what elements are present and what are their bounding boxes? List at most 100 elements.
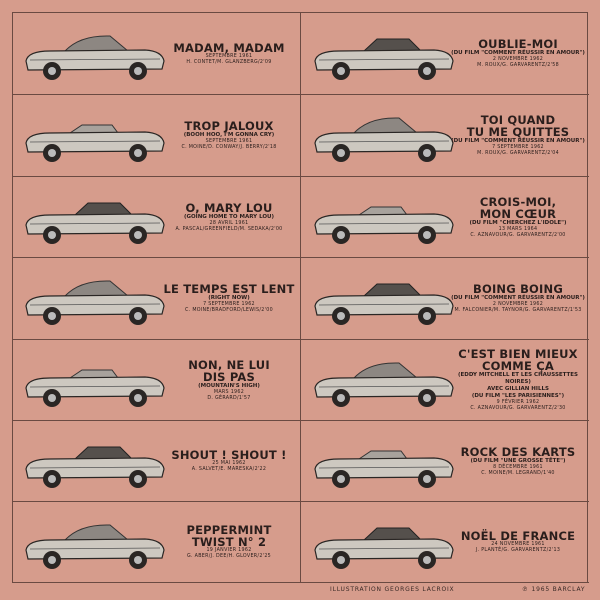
track-title: MON CŒUR	[479, 206, 557, 221]
track-date: 9 FÉVRIER 1962	[496, 400, 540, 405]
illustration-credit: ILLUSTRATION GEORGES LACROIX	[330, 586, 455, 593]
track-credits: M. ROUX/G. GARVARENTZ/2'04	[477, 151, 559, 156]
track-date: 7 SEPTEMBRE 1962	[203, 302, 255, 307]
track-subtitle: (BOOH HOO, I'M GONNA CRY)	[183, 132, 275, 138]
track-title: TU ME QUITTES	[466, 125, 570, 139]
track-date: 2 NOVEMBRE 1962	[492, 57, 544, 62]
track-date: 19 JANVIER 1962	[206, 548, 252, 553]
track-credits: G. ABER/J. DEE/H. GLOVER/2'25	[186, 554, 272, 559]
car-illustration	[309, 103, 457, 169]
track-title: O, MARY LOU	[185, 200, 273, 215]
track-title: PEPPERMINT	[186, 523, 272, 537]
track-cell: LE TEMPS EST LENT(RIGHT NOW)7 SEPTEMBRE …	[12, 258, 300, 340]
car-illustration	[20, 103, 168, 169]
track-title: TWIST N° 2	[191, 535, 267, 549]
track-title: BOING BOING	[473, 282, 563, 296]
track-cell: ROCK DES KARTS(DU FILM "UNE GROSSE TÊTE"…	[301, 421, 589, 502]
track-date: 7 SEPTEMBRE 1962	[492, 145, 544, 150]
track-info: ROCK DES KARTS(DU FILM "UNE GROSSE TÊTE"…	[451, 421, 585, 501]
track-date: 13 MARS 1964	[498, 226, 538, 232]
track-date: MARS 1962	[213, 389, 245, 395]
track-info: TROP JALOUX(BOOH HOO, I'M GONNA CRY)SEPT…	[162, 95, 296, 176]
track-title: LE TEMPS EST LENT	[163, 282, 295, 296]
track-date: 24 NOVEMBRE 1961	[491, 542, 545, 547]
car-illustration	[20, 429, 168, 495]
car-illustration	[309, 348, 457, 414]
track-subtitle: (DU FILM "UNE GROSSE TÊTE")	[470, 457, 566, 464]
track-credits: M. FALCONIER/M. TAYNOR/G. GARVARENTZ/1'5…	[454, 308, 582, 313]
track-cell: BOING BOING(DU FILM "COMMENT RÉUSSIR EN …	[301, 258, 589, 340]
track-title: OUBLIE-MOI	[478, 37, 558, 51]
car-illustration	[20, 510, 168, 576]
track-credits: D. GÉRARD/1'57	[207, 395, 251, 401]
track-subtitle: (MOUNTAIN'S HIGH)	[198, 382, 260, 389]
track-credits: A. SALVET/E. MARESKA/2'22	[191, 467, 267, 472]
track-title: COMME ÇA	[482, 359, 554, 373]
track-subtitle: (DU FILM "COMMENT RÉUSSIR EN AMOUR")	[451, 138, 585, 144]
track-subtitle: (EDDY MITCHELL ET LES CHAUSSETTES NOIRES…	[457, 372, 579, 385]
track-credits: A. PASCAL/GREENFIELD/M. SEDAKA/2'00	[175, 226, 283, 232]
track-info: BOING BOING(DU FILM "COMMENT RÉUSSIR EN …	[451, 258, 585, 339]
track-title: ROCK DES KARTS	[460, 444, 576, 459]
track-credits: C. AZNAVOUR/G. GARVARENTZ/2'30	[470, 406, 566, 411]
track-credits: C. MOINE/D. CONWAY/J. BERRY/2'18	[181, 145, 277, 150]
track-cell: TROP JALOUX(BOOH HOO, I'M GONNA CRY)SEPT…	[12, 95, 300, 177]
car-illustration	[20, 266, 168, 332]
track-title: NON, NE LUI	[188, 357, 270, 372]
car-illustration	[309, 185, 457, 251]
track-title: TOI QUAND	[480, 113, 556, 127]
track-title: NOËL DE FRANCE	[460, 529, 576, 543]
track-subtitle: (DU FILM "CHERCHEZ L'IDOLE")	[469, 219, 567, 226]
track-subtitle: (GOING HOME TO MARY LOU)	[183, 213, 275, 220]
track-subtitle: (DU FILM "LES PARISIENNES")	[471, 393, 565, 399]
car-illustration	[20, 21, 168, 87]
track-date: 25 MAI 1962	[212, 461, 246, 466]
track-cell: O, MARY LOU(GOING HOME TO MARY LOU)28 AV…	[12, 177, 300, 258]
track-credits: H. CONTET/M. GLANZBERG/2'09	[186, 59, 272, 65]
car-illustration	[309, 266, 457, 332]
track-credits: C. MOINE/M. LEGRAND/1'40	[481, 470, 555, 476]
track-credits: C. AZNAVOUR/G. GARVARENTZ/2'00	[470, 232, 566, 238]
track-info: OUBLIE-MOI(DU FILM "COMMENT RÉUSSIR EN A…	[451, 13, 585, 94]
track-subtitle: AVEC GILLIAN HILLS	[487, 386, 549, 392]
track-subtitle: (DU FILM "COMMENT RÉUSSIR EN AMOUR")	[451, 295, 585, 301]
car-illustration	[309, 429, 457, 495]
track-date: 28 AVRIL 1961	[209, 220, 249, 226]
track-subtitle: (RIGHT NOW)	[208, 295, 250, 301]
track-date: 8 DÉCEMBRE 1961	[493, 464, 543, 470]
copyright-label: ℗ 1965 BARCLAY	[522, 586, 586, 593]
car-illustration	[20, 348, 168, 414]
car-illustration	[20, 185, 168, 251]
track-info: CROIS-MOI,MON CŒUR(DU FILM "CHERCHEZ L'I…	[451, 177, 585, 257]
column-divider	[300, 12, 301, 583]
track-credits: M. ROUX/G. GARVARENTZ/2'58	[477, 63, 559, 68]
track-title: CROIS-MOI,	[479, 194, 557, 209]
track-date: SEPTEMBRE 1961	[205, 139, 253, 144]
track-date: 2 NOVEMBRE 1962	[492, 302, 544, 307]
track-cell: CROIS-MOI,MON CŒUR(DU FILM "CHERCHEZ L'I…	[301, 177, 589, 258]
track-info: LE TEMPS EST LENT(RIGHT NOW)7 SEPTEMBRE …	[162, 258, 296, 339]
track-title: MADAM, MADAM	[173, 40, 285, 55]
track-date: SEPTEMBRE 1961	[205, 53, 253, 59]
track-title: DIS PAS	[202, 369, 256, 384]
track-credits: J. PLANTÉ/G. GARVARENTZ/2'13	[475, 548, 561, 553]
car-illustration	[309, 510, 457, 576]
car-illustration	[309, 21, 457, 87]
track-credits: C. MOINE/BRADFORD/LEWIS/2'00	[185, 308, 273, 313]
track-title: TROP JALOUX	[184, 119, 274, 133]
track-info: O, MARY LOU(GOING HOME TO MARY LOU)28 AV…	[162, 177, 296, 257]
